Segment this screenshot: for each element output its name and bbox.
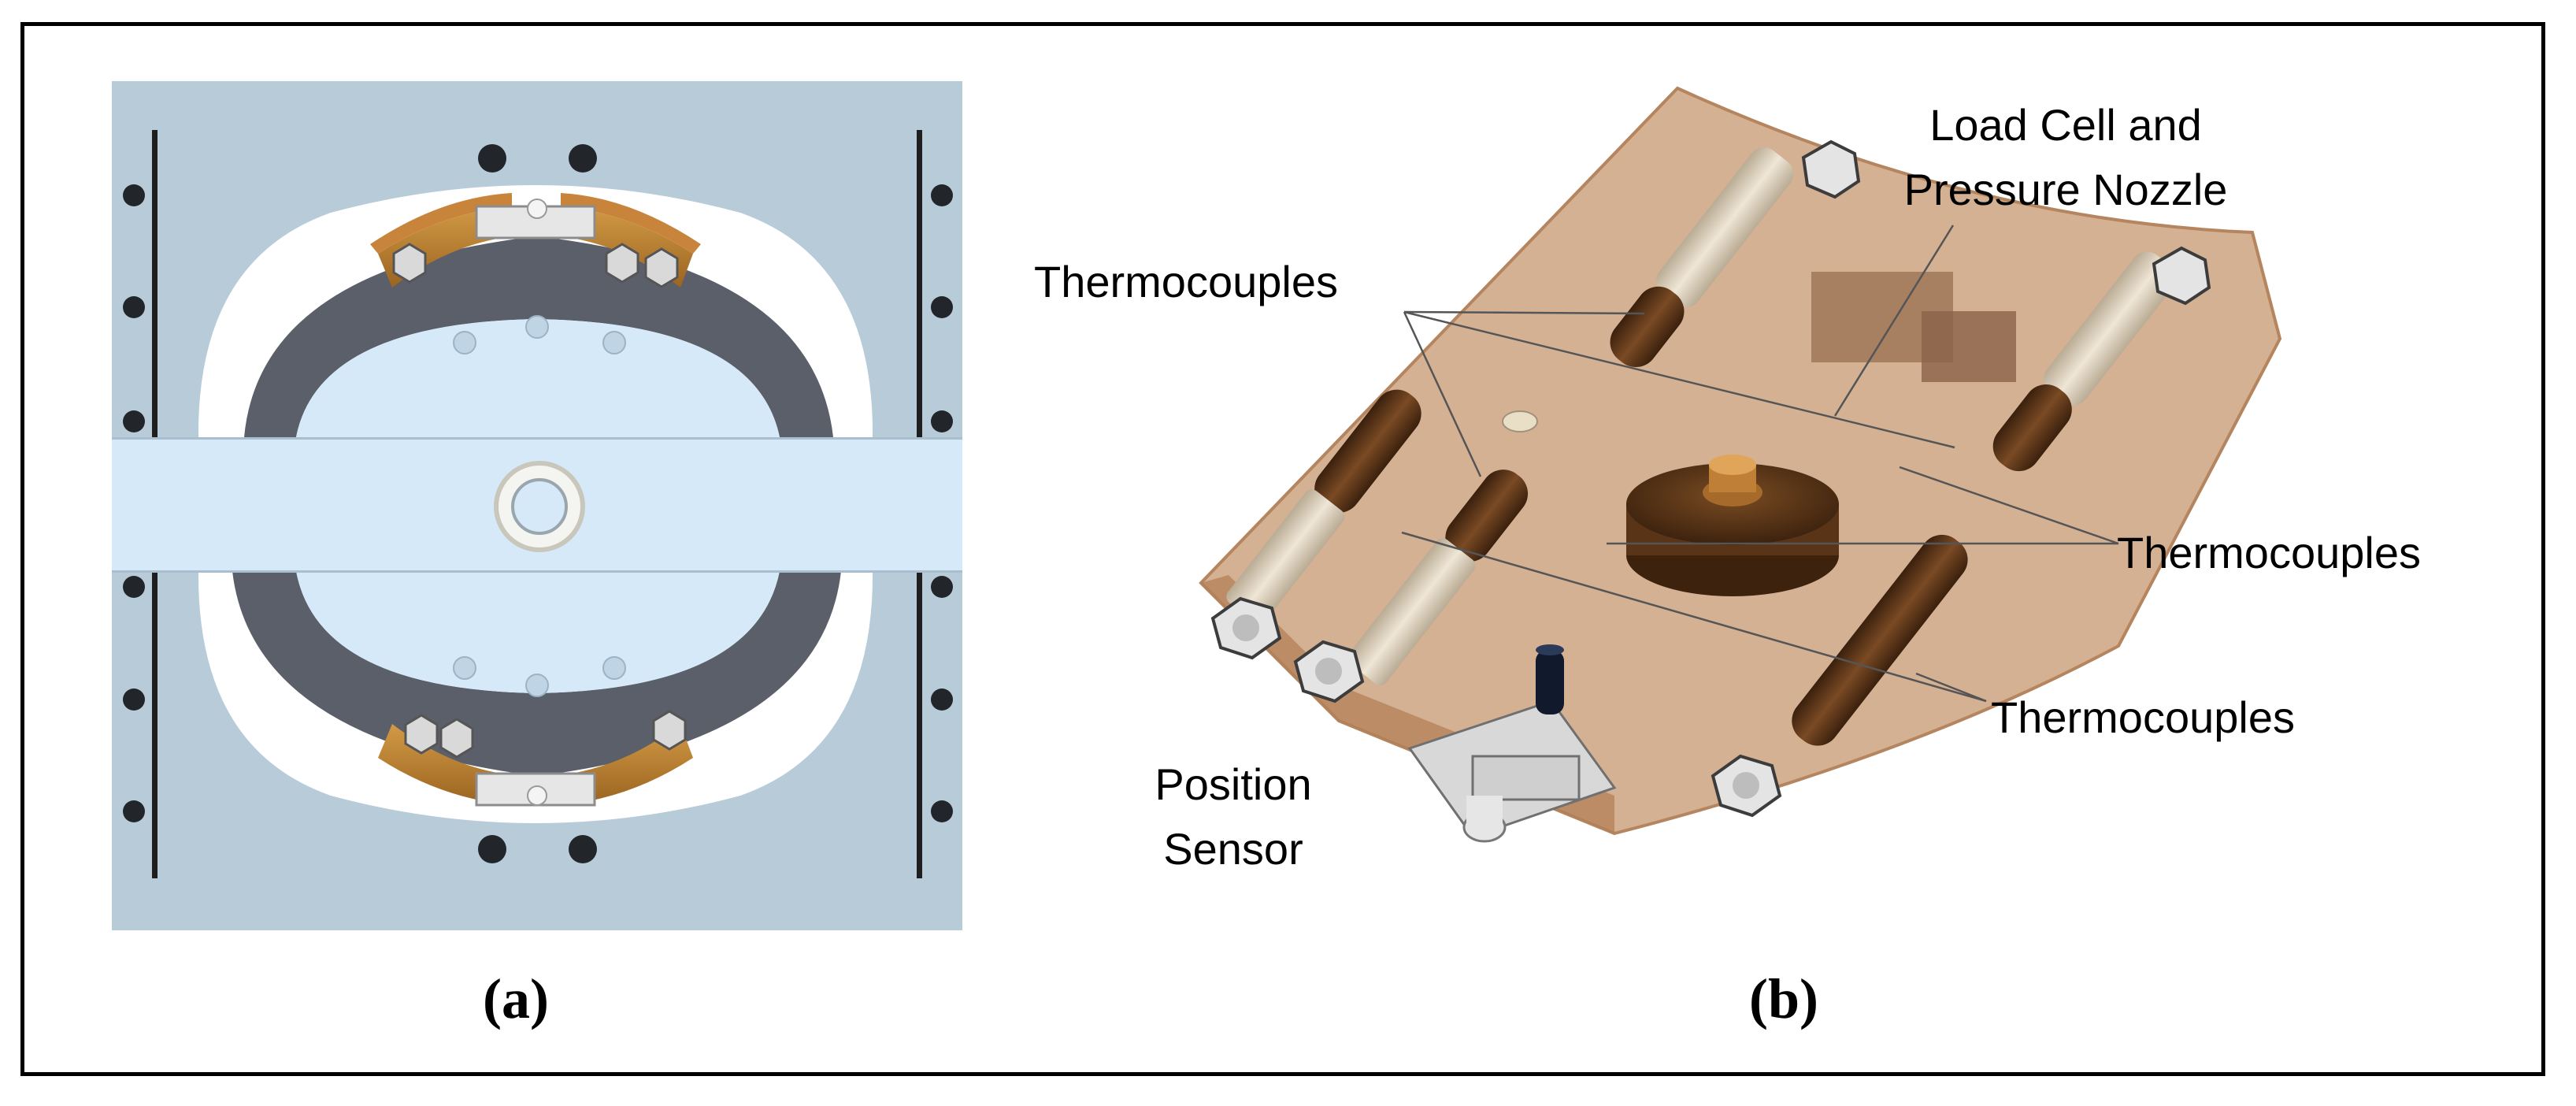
- shoe-hex-nuts: [392, 243, 687, 759]
- face-holes: [453, 315, 626, 697]
- callout-thermocouples-lower-right: Thermocouples: [1991, 692, 2295, 742]
- callout-load-cell-line2: Pressure Nozzle: [1904, 165, 2228, 214]
- callout-thermocouples-right: Thermocouples: [2117, 528, 2421, 577]
- panel-b-rendering: [1199, 86, 2282, 843]
- callout-thermocouples-upper-left: Thermocouples: [1034, 257, 1338, 306]
- position-sensor-probe: [1536, 650, 1564, 714]
- thermocouple-rods: [1226, 147, 2177, 746]
- position-sensor: [1407, 644, 1617, 843]
- side-bolt-holes: [123, 184, 953, 822]
- lower-inner-face: [296, 571, 780, 693]
- top-bottom-holes: [478, 144, 597, 863]
- small-bushing: [1502, 410, 1538, 432]
- panel-a-rendering: [112, 81, 962, 930]
- figure-frame: [20, 22, 2545, 1076]
- panel-b-label: (b): [1749, 967, 1818, 1030]
- upper-inner-face: [296, 319, 780, 437]
- hex-nut-bores: [1232, 614, 1759, 799]
- panel-a-label: (a): [483, 967, 549, 1030]
- upper-dark-ring: [244, 236, 833, 437]
- lower-dark-ring: [232, 571, 841, 776]
- rod-hex-nuts: [1210, 139, 2211, 818]
- callout-load-cell-line1: Load Cell and: [1929, 100, 2202, 150]
- callout-position-sensor-line1: Position: [1155, 759, 1311, 809]
- callout-position-sensor-line2: Sensor: [1163, 824, 1303, 874]
- leader-lines: [1401, 225, 2119, 703]
